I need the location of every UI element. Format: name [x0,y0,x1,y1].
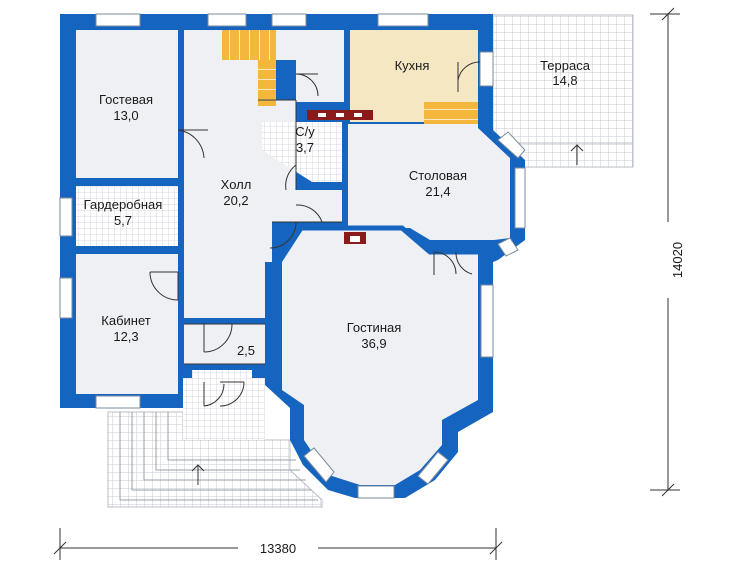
small-room-area: 2,5 [237,343,255,358]
guest-room-name: Гостевая [99,92,153,107]
dining-area: 21,4 [425,184,450,199]
kitchen-name: Кухня [395,58,430,73]
windows [59,13,526,499]
guest-room-area: 13,0 [113,108,138,123]
office-name: Кабинет [101,313,150,328]
interior-partitions [300,225,478,255]
bathroom-area: 3,7 [296,140,314,155]
office-area: 12,3 [113,329,138,344]
entrance-steps [107,411,323,508]
terrace [492,14,634,168]
width-dimension-label: 13380 [260,541,296,556]
fireplace [307,110,373,244]
terrace-name: Терраса [540,58,591,73]
wardrobe-area: 5,7 [114,213,132,228]
living-name: Гостиная [347,320,402,335]
hall-area: 20,2 [223,193,248,208]
dimension-height [650,7,680,497]
living-area: 36,9 [361,336,386,351]
dimension-width [53,528,503,560]
terrace-area: 14,8 [552,73,577,88]
dining-name: Столовая [409,168,467,183]
room-labels: Гостевая 13,0 Гардеробная 5,7 Кабинет 12… [84,58,591,358]
height-dimension-label: 14020 [670,242,685,278]
interior-lines [184,99,342,365]
doors [149,61,481,407]
bathroom-name: С/у [295,124,315,139]
floors [76,30,510,485]
wardrobe-name: Гардеробная [84,197,163,212]
hall-name: Холл [221,177,252,192]
